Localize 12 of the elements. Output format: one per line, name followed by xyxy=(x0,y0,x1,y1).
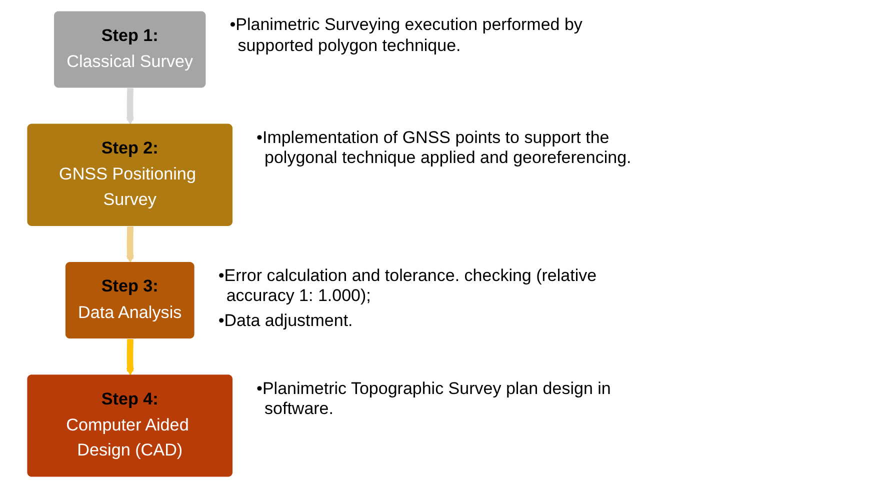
step-description: •Planimetric Surveying execution performed by supported polygon technique. xyxy=(230,15,584,56)
step-box: Step 1: Classical Survey xyxy=(54,11,206,88)
step-box: Step 2: GNSS Positioning Survey xyxy=(27,124,233,226)
step-description: •Error calculation and tolerance. checking (relative accuracy 1: 1.000); xyxy=(218,266,598,307)
arrow xyxy=(126,226,134,263)
step-description: •Implementation of GNSS points to support the polygonal technique applied and georeferencing. xyxy=(256,128,632,169)
step-description: •Planimetric Topographic Survey plan design in software. xyxy=(256,378,612,420)
arrow xyxy=(126,338,134,376)
step-box: Step 4: Computer Aided Design (CAD) xyxy=(27,374,233,477)
step-description: •Data adjustment. xyxy=(218,310,354,332)
arrow xyxy=(126,88,134,125)
step-box: Step 3: Data Analysis xyxy=(65,262,194,339)
